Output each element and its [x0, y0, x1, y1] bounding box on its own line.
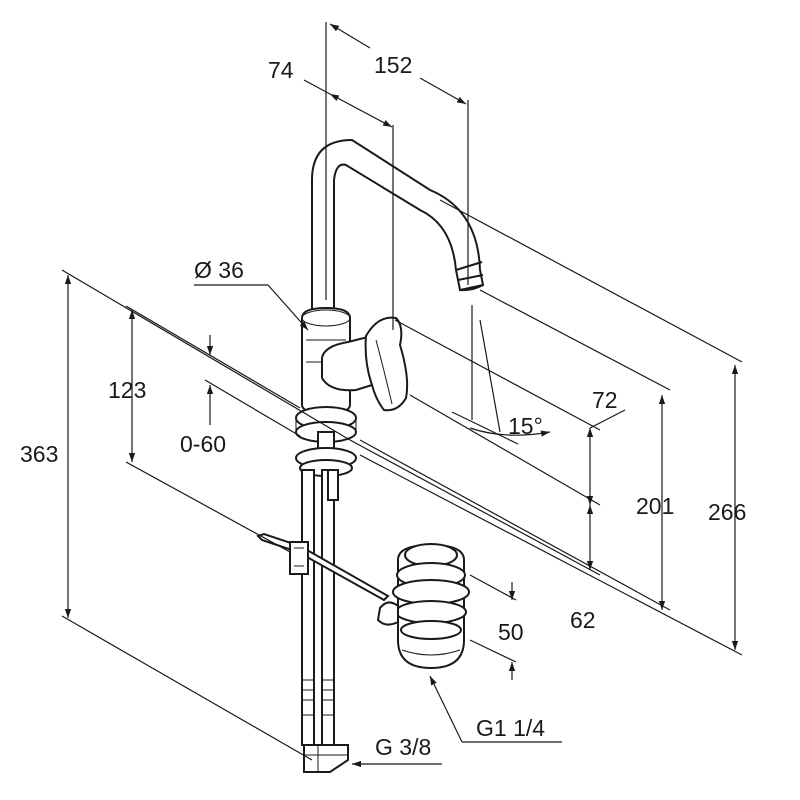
dim-15-degree: 15° — [508, 413, 543, 439]
lever-handle — [364, 316, 409, 412]
dim-72: 72 — [592, 387, 618, 413]
popup-rod — [256, 532, 390, 602]
thread-g1-1-4: G1 1/4 — [476, 715, 545, 741]
connection-hoses — [301, 469, 315, 746]
dim-0-60: 0-60 — [180, 431, 226, 457]
dim-diameter-36: Ø 36 — [194, 257, 244, 283]
spout — [311, 138, 485, 319]
thread-g-3-8: G 3/8 — [375, 734, 431, 760]
dim-50: 50 — [498, 619, 524, 645]
dim-201: 201 — [636, 493, 674, 519]
spout-outlet — [455, 261, 484, 292]
hose-fittings — [303, 744, 349, 773]
dim-74: 74 — [268, 57, 294, 83]
dim-123: 123 — [108, 377, 146, 403]
dim-152: 152 — [374, 52, 412, 78]
dim-266: 266 — [708, 499, 746, 525]
dimension-lines — [61, 22, 743, 768]
dim-62: 62 — [570, 607, 596, 633]
faucet — [256, 138, 485, 773]
dimension-labels: 74 152 Ø 36 123 0-60 363 72 15° 201 266 … — [20, 52, 746, 760]
dim-363: 363 — [20, 441, 58, 467]
